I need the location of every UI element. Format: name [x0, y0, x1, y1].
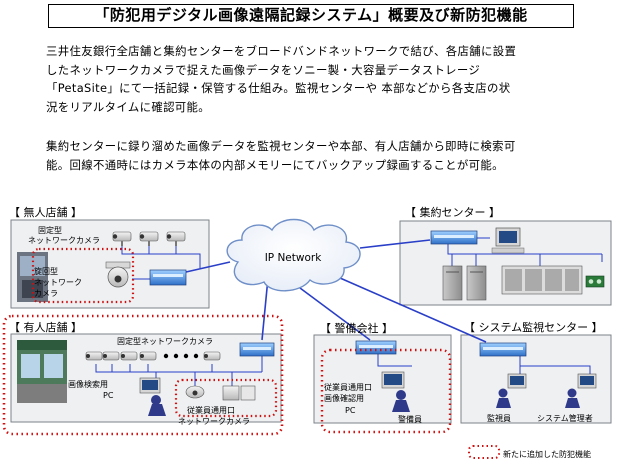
- manned-network-hub-icon: [239, 342, 275, 357]
- monitoring-staff-label: 監視員: [487, 413, 511, 423]
- petasite-storage-icon: [501, 265, 583, 295]
- box-camera-icon: [222, 385, 256, 401]
- security-company-title: 【 警備会社 】: [320, 321, 393, 335]
- monitoring-center-title: 【 システム監視センター 】: [464, 320, 603, 334]
- employee-camera-new-highlight: [174, 378, 278, 418]
- manned-fixed-camera-icons: [85, 351, 221, 361]
- security-pc-label-2: 画像確認用: [324, 393, 364, 403]
- security-guard-label: 警備員: [398, 414, 422, 424]
- search-pc-label-2: PC: [103, 391, 114, 400]
- ip-network-cloud: IP Network: [226, 218, 361, 292]
- unmanned-rotating-camera-label-2: ネットワーク: [34, 278, 82, 287]
- center-title: 【 集約センター 】: [405, 205, 500, 219]
- security-pc-label-1: 従業員通用口: [324, 382, 372, 392]
- unmanned-fixed-camera-label-1: 固定型: [38, 225, 62, 235]
- unmanned-fixed-camera-label-2: ネットワークカメラ: [28, 236, 100, 245]
- page-title: 「防犯用デジタル画像遠隔記録システム」概要及び新防犯機能: [48, 4, 574, 28]
- search-pc-workstation-icon: [139, 377, 166, 416]
- manned-store-title: 【 有人店舗 】: [9, 320, 82, 334]
- unmanned-network-hub-icon: [149, 269, 187, 286]
- system-admin-label: システム管理者: [537, 413, 593, 423]
- branch-photo: [17, 340, 67, 403]
- intro-paragraph-1: 三井住友銀行全店舗と集約センターをブロードバンドネットワークで結び、各店舗に設置…: [46, 44, 517, 114]
- dome-camera-icon: [185, 385, 205, 399]
- monitoring-network-hub-icon: [479, 342, 527, 357]
- security-pc-label-3: PC: [345, 406, 356, 415]
- center-monitor-icon: [491, 227, 525, 254]
- legend-new-feature-label: 新たに追加した防犯機能: [503, 449, 591, 459]
- search-pc-label-1: 画像検索用: [68, 379, 108, 389]
- system-admin-workstation-icon: [565, 373, 597, 408]
- unmanned-fixed-camera-icons: [112, 231, 186, 246]
- unmanned-rotating-camera-new-highlight: [31, 247, 135, 304]
- manned-fixed-camera-label: 固定型ネットワークカメラ: [117, 336, 213, 346]
- ip-network-label: IP Network: [265, 252, 323, 264]
- employee-camera-label-1: 従業員通用口: [187, 405, 235, 415]
- security-company-new-highlight: [320, 348, 452, 434]
- security-network-hub-icon: [355, 340, 397, 355]
- unmanned-rotating-camera-label-1: 旋回型: [34, 266, 58, 276]
- tape-media-icon: [585, 275, 605, 288]
- unmanned-store-title: 【 無人店舗 】: [9, 205, 82, 219]
- employee-camera-label-2: ネットワークカメラ: [178, 417, 250, 426]
- rotating-camera-icon: [105, 261, 131, 288]
- legend-new-feature-swatch: [468, 445, 500, 459]
- monitoring-staff-workstation-icon: [496, 373, 527, 408]
- center-network-hub-icon: [430, 230, 478, 245]
- unmanned-rotating-camera-label-3: カメラ: [34, 289, 58, 298]
- center-server-icons: [442, 265, 487, 301]
- network-links: [185, 239, 487, 343]
- manned-store-new-highlight: [2, 314, 284, 436]
- guard-workstation-icon: [381, 371, 410, 412]
- intro-paragraph-2: 集約センターに録り溜めた画像データを監視センターや本部、有人店舗から即時に検索可…: [46, 139, 516, 172]
